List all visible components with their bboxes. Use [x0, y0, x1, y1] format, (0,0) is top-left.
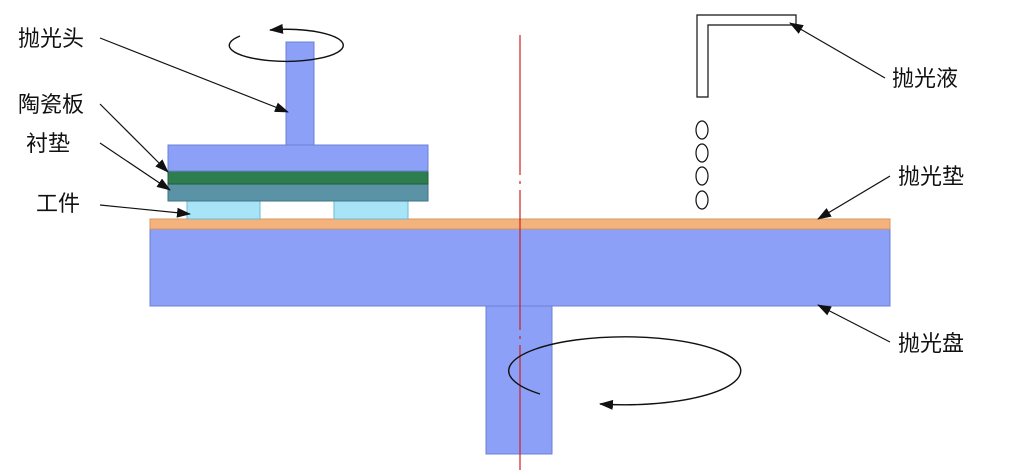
ceramic-plate — [167, 170, 429, 185]
label-polishing-pad: 抛光垫 — [898, 165, 964, 190]
backing-pad — [167, 183, 429, 202]
leader-polishing-head — [99, 37, 289, 113]
leader-polishing-platen — [817, 304, 891, 343]
head-shaft — [285, 41, 315, 146]
label-ceramic-plate: 陶瓷板 — [18, 93, 84, 118]
polishing-head — [167, 41, 429, 172]
droplet — [695, 166, 709, 186]
label-polishing-head: 抛光头 — [18, 27, 84, 52]
slurry-nozzle — [696, 14, 797, 98]
head-rotation-arrow — [228, 23, 344, 63]
leader-workpiece — [99, 204, 191, 218]
label-polishing-platen: 抛光盘 — [898, 332, 964, 357]
slurry-droplets — [695, 120, 709, 210]
leader-polishing-slurry — [789, 22, 886, 79]
workpiece-left — [186, 200, 261, 220]
platen-shaft — [485, 305, 553, 455]
leader-ceramic-plate — [99, 103, 169, 173]
label-backing-pad: 衬垫 — [26, 132, 70, 157]
droplet — [695, 143, 709, 163]
leader-polishing-pad — [817, 175, 891, 220]
platen-rotation-arrow — [508, 336, 742, 410]
droplet — [695, 120, 709, 140]
workpiece-right — [333, 200, 409, 220]
head-plate — [167, 144, 429, 172]
droplet — [695, 190, 709, 210]
label-workpiece: 工件 — [36, 192, 80, 217]
leader-lines — [99, 22, 891, 343]
leader-backing-pad — [99, 142, 171, 191]
label-polishing-slurry: 抛光液 — [892, 67, 958, 92]
